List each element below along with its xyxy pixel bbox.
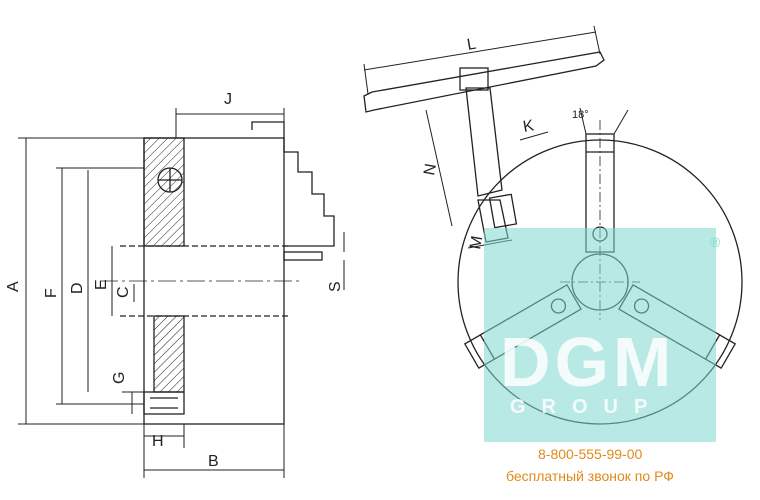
dim-label-h: H [152,433,164,450]
watermark-logo: DGM [500,323,676,401]
side-view [100,121,335,425]
watermark-block [484,228,716,442]
dim-label-j: J [224,91,232,108]
dim-label-m: M [467,235,486,251]
t-handle-key [363,51,605,243]
dim-label-n: N [421,162,440,176]
dim-label-e: E [93,279,110,290]
dim-label-l: L [466,36,478,54]
lower-bolt [143,391,185,415]
dim-label-f: F [43,288,60,298]
dim-label-a: A [5,281,22,292]
phone-number: 8-800-555-99-00 [538,446,643,462]
dim-label-b: B [208,453,219,470]
dim-label-angle: 18° [572,109,589,121]
dim-label-c: C [115,286,132,298]
stepped-jaw [251,121,335,247]
flange-section-lower [153,315,185,393]
front-view-dimension-lines [363,25,629,249]
watermark-group-text: GROUP [510,396,664,418]
dim-label-s: S [327,281,344,292]
flange-section-upper [143,137,185,247]
free-call-note: бесплатный звонок по РФ [506,468,674,484]
dim-label-k: K [522,117,536,136]
dimension-labels: J A F D E C S G H B L K N M 18° [5,36,589,470]
registered-mark: ® [710,234,721,250]
dim-label-d: D [69,282,86,294]
dim-label-g: G [111,372,128,384]
side-view-dimension-lines [18,108,345,478]
